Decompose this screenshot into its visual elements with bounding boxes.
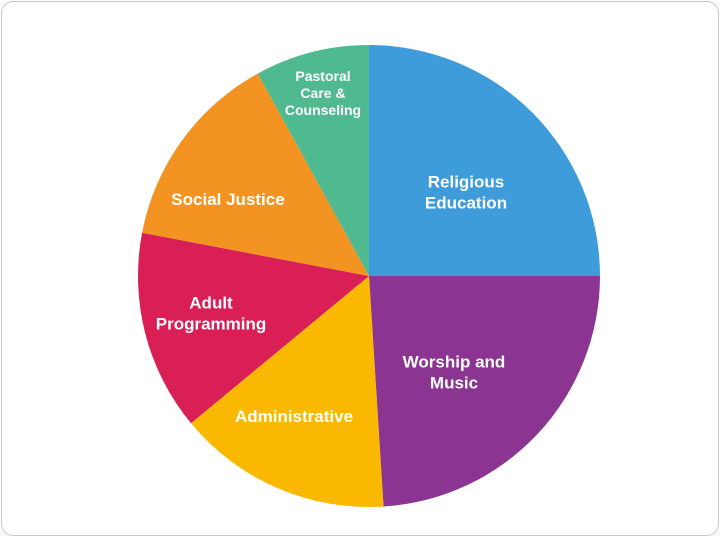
slice-label: Social Justice [171,190,284,209]
pie-slice-adult-programming [138,232,369,424]
slice-label: Administrative [235,407,353,426]
pie-slice-pastoral-care-counseling [257,45,369,276]
pie-slice-worship-and-music [369,276,600,507]
pie-slice-social-justice [142,73,369,277]
pie-slice-administrative [191,276,384,507]
pie-slice-religious-education [369,45,600,276]
